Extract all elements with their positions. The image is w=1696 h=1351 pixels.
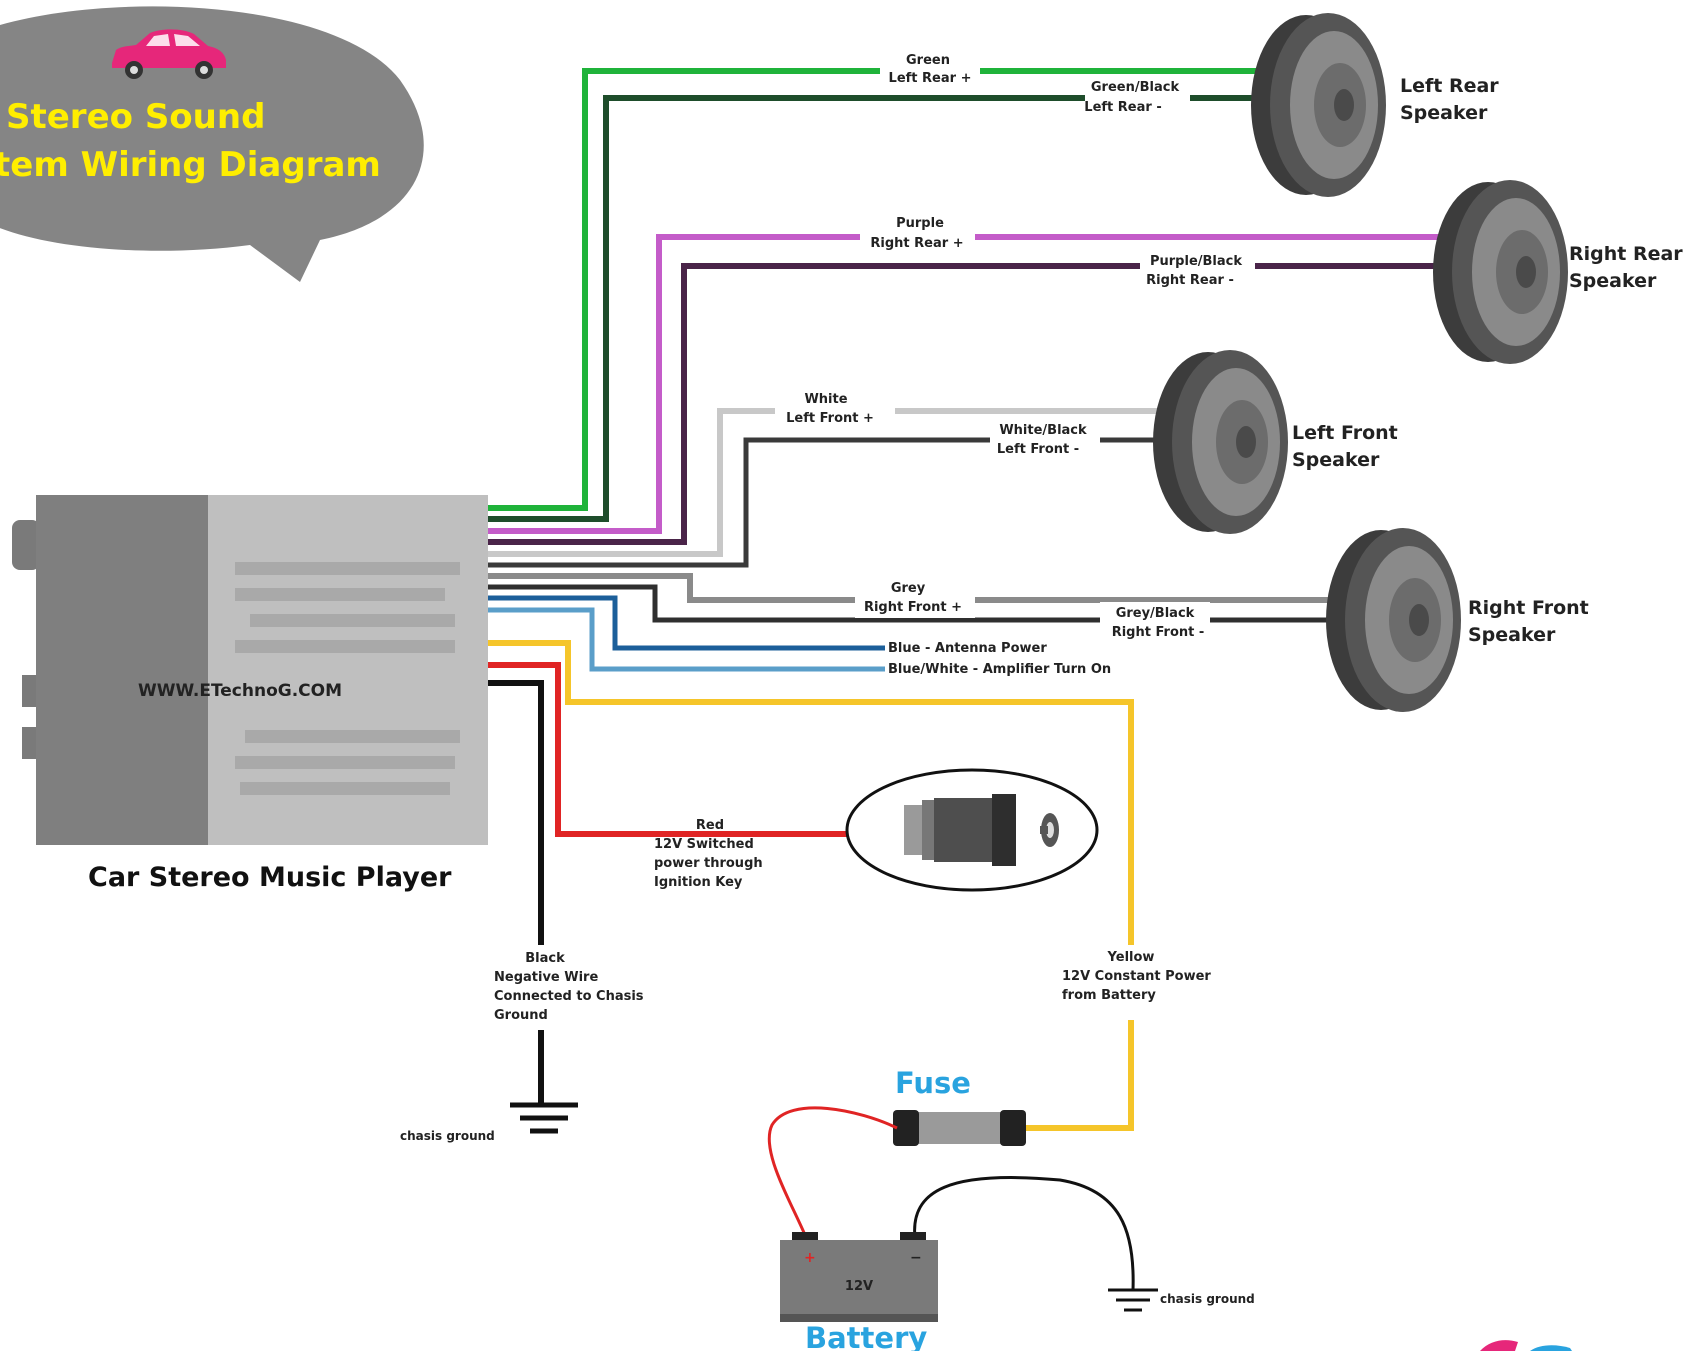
speaker-left-rear bbox=[1251, 13, 1386, 197]
wire-grey-black bbox=[488, 584, 1345, 623]
fuse-label: Fuse bbox=[895, 1066, 971, 1100]
label-red-2: 12V Switched bbox=[654, 837, 754, 852]
speaker-right-rear-label-2: Speaker bbox=[1569, 270, 1657, 292]
title-line-2: tem Wiring Diagram bbox=[0, 145, 381, 185]
battery-label: Battery bbox=[805, 1321, 927, 1351]
label-green-black-2: Left Rear - bbox=[1084, 100, 1161, 115]
label-black-3: Connected to Chasis bbox=[494, 989, 644, 1004]
wire-green-black bbox=[488, 95, 1268, 522]
speaker-left-front bbox=[1153, 350, 1288, 534]
label-black-1: Black bbox=[525, 951, 565, 966]
speaker-left-rear-label-2: Speaker bbox=[1400, 102, 1488, 124]
battery-minus-mark: − bbox=[910, 1250, 922, 1266]
speaker-left-front-label-2: Speaker bbox=[1292, 449, 1380, 471]
label-green-2: Left Rear + bbox=[889, 71, 972, 86]
wire-white bbox=[488, 408, 1170, 557]
car-stereo-player: WWW.ETechnoG.COM bbox=[12, 495, 488, 845]
speaker-right-rear-label-1: Right Rear bbox=[1569, 243, 1683, 265]
label-white-2: Left Front + bbox=[786, 411, 874, 426]
label-black-4: Ground bbox=[494, 1008, 548, 1023]
ground-label-right: chasis ground bbox=[1160, 1292, 1255, 1306]
battery-negative-lead bbox=[913, 1176, 1135, 1291]
battery-positive-lead bbox=[767, 1106, 898, 1236]
label-grey-black-2: Right Front - bbox=[1112, 625, 1205, 640]
label-green-1: Green bbox=[906, 53, 950, 68]
label-white-1: White bbox=[804, 392, 847, 407]
label-white-black-1: White/Black bbox=[999, 423, 1087, 438]
label-yellow-1: Yellow bbox=[1107, 950, 1155, 965]
battery-voltage: 12V bbox=[845, 1279, 873, 1294]
speaker-left-rear-label-1: Left Rear bbox=[1400, 75, 1499, 97]
title-bubble: Stereo Sound tem Wiring Diagram bbox=[0, 6, 424, 282]
wire-grey bbox=[488, 573, 1345, 603]
wire-black bbox=[488, 680, 544, 1105]
label-black-2: Negative Wire bbox=[494, 970, 598, 985]
player-website: WWW.ETechnoG.COM bbox=[138, 681, 342, 701]
fuse bbox=[893, 1110, 1026, 1146]
label-grey-1: Grey bbox=[891, 581, 926, 596]
battery: + − 12V bbox=[780, 1232, 938, 1322]
wire-purple-black bbox=[488, 263, 1450, 545]
speaker-right-front-label-2: Speaker bbox=[1468, 624, 1556, 646]
label-red-1: Red bbox=[696, 818, 724, 833]
wire-yellow bbox=[488, 640, 1134, 1131]
label-grey-2: Right Front + bbox=[864, 600, 962, 615]
battery-plus-mark: + bbox=[804, 1250, 816, 1266]
label-red-3: power through bbox=[654, 856, 763, 871]
wire-purple bbox=[488, 234, 1450, 534]
speaker-right-front-label-1: Right Front bbox=[1468, 597, 1589, 619]
speaker-right-rear bbox=[1433, 180, 1568, 364]
label-white-black-2: Left Front - bbox=[997, 442, 1079, 457]
label-blue-white: Blue/White - Amplifier Turn On bbox=[888, 662, 1111, 677]
title-bubble-shape bbox=[0, 6, 424, 282]
label-yellow-3: from Battery bbox=[1062, 988, 1156, 1003]
wire-blue-white bbox=[488, 607, 885, 672]
ground-symbol-left bbox=[510, 1102, 578, 1134]
wire-red bbox=[488, 662, 848, 837]
player-label: Car Stereo Music Player bbox=[88, 862, 452, 893]
label-green-black-1: Green/Black bbox=[1091, 80, 1180, 95]
label-purple-2: Right Rear + bbox=[870, 236, 963, 251]
speaker-right-front bbox=[1326, 528, 1461, 712]
wire-white-black bbox=[488, 437, 1170, 568]
ignition-switch bbox=[845, 768, 1099, 892]
label-purple-1: Purple bbox=[896, 216, 944, 231]
label-grey-black-1: Grey/Black bbox=[1116, 606, 1195, 621]
label-yellow-2: 12V Constant Power bbox=[1062, 969, 1211, 984]
label-purple-black-1: Purple/Black bbox=[1150, 254, 1242, 269]
label-purple-black-2: Right Rear - bbox=[1146, 273, 1234, 288]
label-blue: Blue - Antenna Power bbox=[888, 641, 1047, 656]
key-icon bbox=[1040, 813, 1059, 847]
car-icon bbox=[112, 29, 226, 79]
label-red-4: Ignition Key bbox=[654, 875, 743, 890]
ground-label-left: chasis ground bbox=[400, 1129, 495, 1143]
speaker-left-front-label-1: Left Front bbox=[1292, 422, 1398, 444]
title-line-1: Stereo Sound bbox=[6, 97, 265, 137]
logo-icon bbox=[1480, 1340, 1572, 1351]
wire-blue bbox=[488, 595, 885, 651]
ground-symbol-right bbox=[1108, 1288, 1158, 1312]
